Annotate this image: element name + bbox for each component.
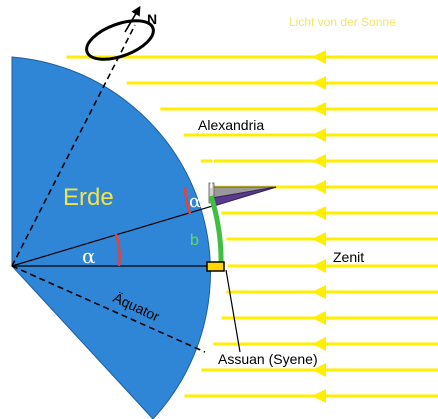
sun-ray-arrow-icon: [312, 206, 326, 220]
equator-line: [11, 265, 206, 353]
alexandria-marker-icon: [208, 182, 277, 207]
sun-ray-arrow-icon: [312, 285, 326, 299]
syene-pointer: [225, 269, 241, 353]
zenith-label: Zenit: [333, 249, 364, 265]
sun-ray-arrow-icon: [312, 128, 326, 142]
earth-section: [11, 56, 211, 419]
angle-mark-center: [114, 233, 121, 267]
sun-ray-arrow-icon: [312, 311, 326, 325]
sun-ray-arrow-icon: [312, 50, 326, 64]
angle-alexandria-label: α: [189, 191, 201, 212]
sun-ray-arrow-icon: [312, 76, 326, 90]
syene-well-icon: [206, 261, 225, 272]
north-rotation-icon: [85, 5, 155, 61]
sun-ray-arrow-icon: [312, 154, 326, 168]
sun-ray-arrow-icon: [312, 180, 326, 194]
earth-label: Erde: [63, 184, 114, 211]
arc-b: [208, 195, 224, 267]
sun-ray-arrow-icon: [312, 389, 326, 403]
sun-ray-arrow-icon: [312, 232, 326, 246]
alexandria-pointer: [210, 136, 216, 189]
sun-ray-arrow-icon: [312, 337, 326, 351]
angle-center-label: α: [82, 244, 96, 268]
sunlight-label: Licht von der Sonne: [289, 15, 396, 29]
sun-ray-arrow-icon: [312, 259, 326, 273]
sun-ray-arrow-icon: [312, 102, 326, 116]
rotation-axis: [11, 24, 136, 267]
sun-ray-arrow-icon: [312, 363, 326, 377]
north-label: N: [147, 11, 157, 27]
angle-mark-alexandria: [183, 186, 192, 215]
arc-b-label: b: [190, 232, 199, 249]
syene-label: Assuan (Syene): [218, 351, 318, 367]
alexandria-label: Alexandria: [198, 117, 264, 133]
